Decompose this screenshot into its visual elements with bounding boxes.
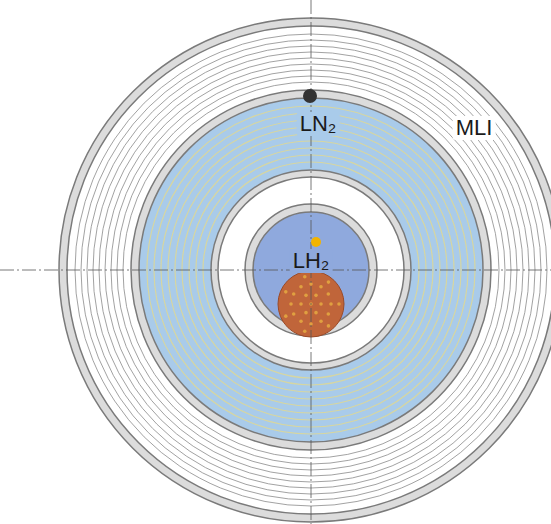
- strand: [289, 302, 293, 306]
- core-strands: [284, 275, 341, 333]
- strand: [327, 312, 331, 316]
- strand: [327, 292, 331, 296]
- strand: [314, 294, 318, 298]
- strand: [299, 320, 303, 324]
- sensor-dot: [303, 89, 317, 103]
- strand: [327, 280, 331, 284]
- strand: [314, 311, 318, 315]
- strand: [284, 290, 288, 294]
- strand: [299, 285, 303, 289]
- region-label: MLI: [453, 116, 496, 140]
- mli-region: MLI LN₂ LH₂: [59, 18, 551, 522]
- strand: [284, 314, 288, 318]
- strand: [329, 302, 333, 306]
- strand: [319, 320, 323, 324]
- fiber-dot: [311, 237, 321, 247]
- strand: [319, 285, 323, 289]
- strand: [319, 302, 323, 306]
- region-label: LH₂: [290, 249, 333, 273]
- horizontal-axis: [0, 270, 551, 271]
- strand: [299, 302, 303, 306]
- strand: [337, 302, 341, 306]
- strand: [304, 311, 308, 315]
- strand: [304, 294, 308, 298]
- strand: [292, 312, 296, 316]
- strand: [327, 324, 331, 328]
- strand: [303, 329, 307, 333]
- strand: [292, 292, 296, 296]
- strand: [303, 275, 307, 279]
- region-label: LN₂: [297, 112, 340, 136]
- lh2-circle: LH₂: [253, 212, 369, 328]
- ln2-annulus: LN₂ LH₂: [131, 90, 491, 450]
